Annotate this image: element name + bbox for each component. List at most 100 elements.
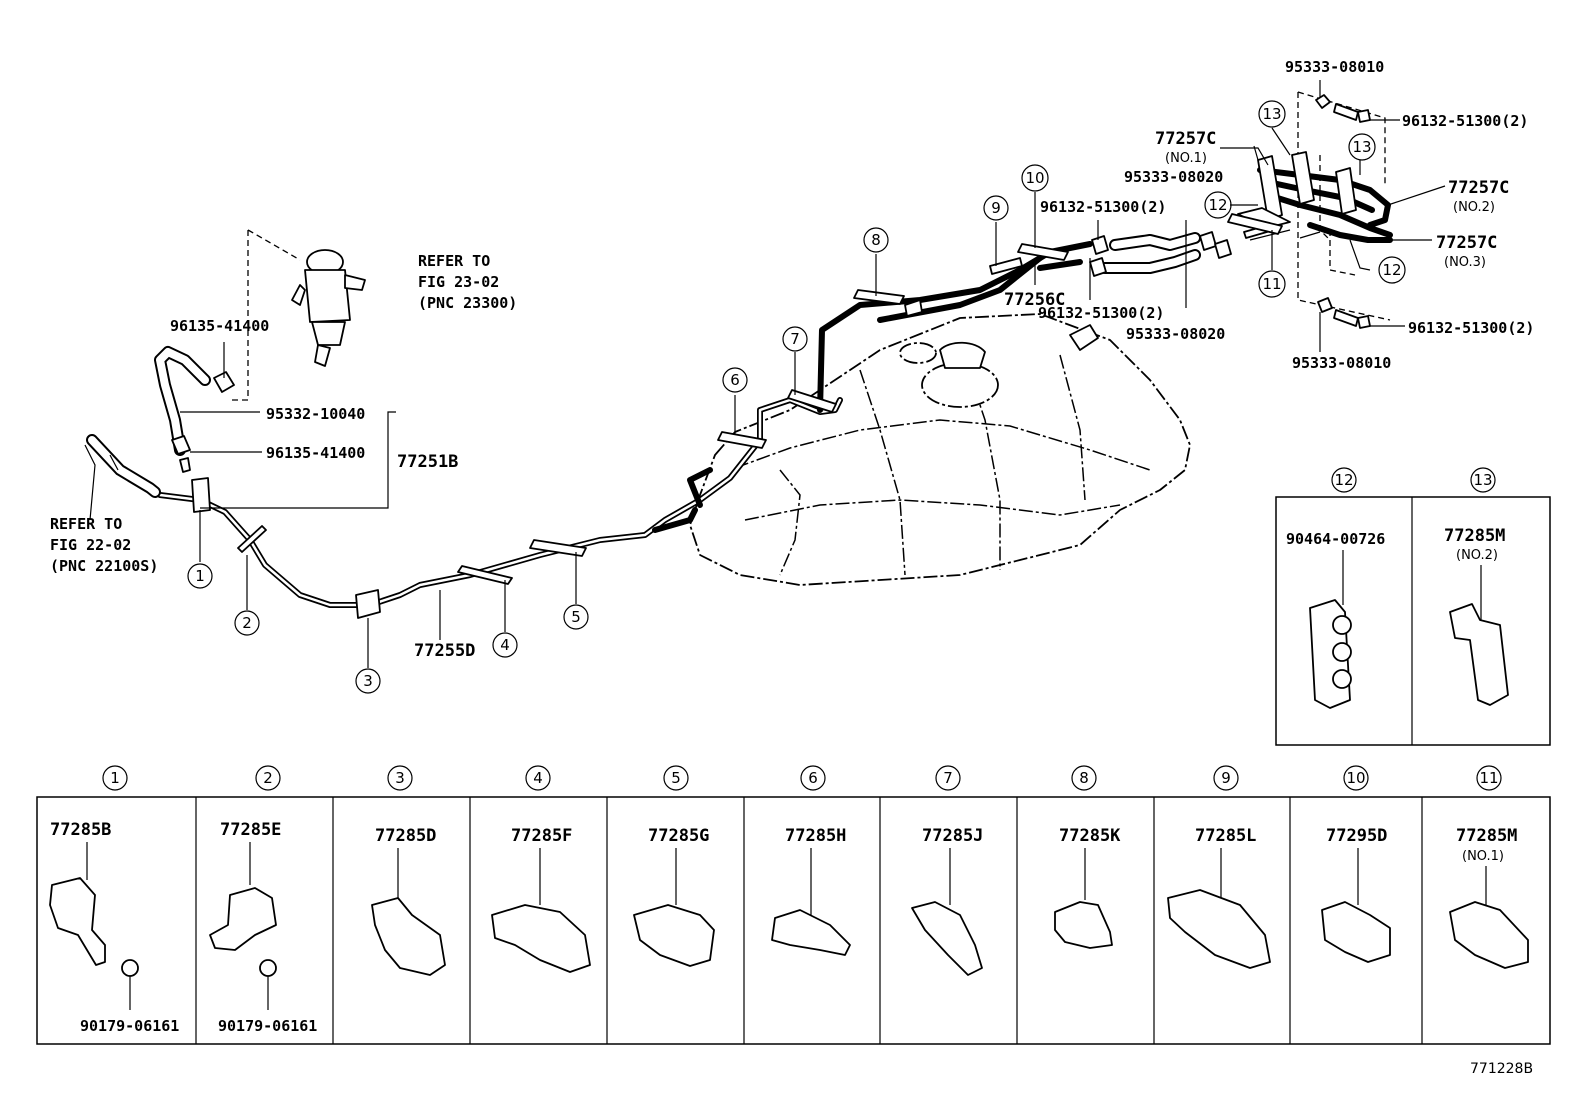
label-77257c-no1-sub: (NO.1) bbox=[1165, 151, 1207, 166]
svg-text:12: 12 bbox=[1208, 196, 1227, 214]
part-77285e: 77285E bbox=[220, 820, 281, 840]
table-cell-11: 11 77285M (NO.1) bbox=[1449, 765, 1529, 969]
label-96135-41400-b: 96135-41400 bbox=[266, 444, 365, 462]
clamp-77285e-icon bbox=[209, 887, 277, 951]
clamp-markers bbox=[191, 213, 1283, 619]
label-77251b: 77251B bbox=[397, 452, 458, 472]
svg-text:13: 13 bbox=[1262, 105, 1281, 123]
label-96132-51300-a: 96132-51300(2) bbox=[1040, 198, 1166, 216]
part-77285l: 77285L bbox=[1195, 826, 1256, 846]
callout-1: 1 bbox=[187, 563, 213, 589]
table-cell-6: 6 77285H bbox=[771, 765, 851, 956]
part-labels: 95333-08010 96132-51300(2) 77257C (NO.1)… bbox=[50, 58, 1534, 661]
callout-13b: 13 bbox=[1348, 133, 1376, 161]
clamp-77285d-icon bbox=[371, 897, 446, 976]
svg-text:3: 3 bbox=[363, 672, 373, 690]
clamp-77285h-icon bbox=[771, 909, 851, 956]
part-77285j: 77285J bbox=[922, 826, 983, 846]
part-77285b: 77285B bbox=[50, 820, 111, 840]
label-77256c: 77256C bbox=[1004, 290, 1065, 310]
part-77295d: 77295D bbox=[1326, 826, 1387, 846]
nut-90179-06161-a: 90179-06161 bbox=[80, 1017, 179, 1035]
inset-part-90464-00726: 90464-00726 bbox=[1286, 530, 1385, 548]
table-cell-3: 3 77285D bbox=[371, 765, 446, 976]
clamp-77285j-icon bbox=[911, 901, 983, 976]
callout-2: 2 bbox=[234, 610, 260, 636]
clamp-77285k-icon bbox=[1054, 901, 1113, 949]
label-95333-08020-a: 95333-08020 bbox=[1124, 168, 1223, 186]
inset-part-77285m-no2-sub: (NO.2) bbox=[1456, 548, 1498, 563]
clamp-77295d-icon bbox=[1321, 901, 1391, 963]
svg-text:8: 8 bbox=[1079, 769, 1089, 787]
svg-text:9: 9 bbox=[1221, 769, 1231, 787]
svg-text:4: 4 bbox=[533, 769, 543, 787]
svg-text:5: 5 bbox=[671, 769, 681, 787]
hose-clips-left bbox=[171, 371, 235, 473]
svg-text:11: 11 bbox=[1479, 769, 1498, 787]
ref-filter-line1: REFER TO bbox=[418, 252, 490, 270]
table-cell-10: 10 77295D bbox=[1321, 765, 1391, 963]
svg-text:3: 3 bbox=[395, 769, 405, 787]
callouts: 1 2 3 4 5 6 7 8 9 10 11 12 13 13 12 bbox=[187, 100, 1406, 694]
clamp-77285b-icon bbox=[49, 877, 106, 966]
svg-text:1: 1 bbox=[195, 567, 205, 585]
label-96132-51300-tr2: 96132-51300(2) bbox=[1408, 319, 1534, 337]
svg-text:12: 12 bbox=[1334, 471, 1353, 489]
svg-text:6: 6 bbox=[808, 769, 818, 787]
clamp-77285l-icon bbox=[1167, 889, 1271, 969]
svg-text:4: 4 bbox=[500, 636, 510, 654]
figure-code: 771228B bbox=[1470, 1061, 1533, 1077]
callout-9: 9 bbox=[983, 195, 1009, 221]
inset-cell-12: 12 90464-00726 bbox=[1286, 467, 1385, 709]
svg-text:10: 10 bbox=[1346, 769, 1365, 787]
fuel-pipe-77255d bbox=[157, 241, 1093, 608]
clamp-77285f-icon bbox=[491, 904, 591, 973]
leader-lines bbox=[180, 80, 1446, 668]
inset-cell-13: 13 77285M (NO.2) bbox=[1444, 467, 1509, 706]
ref-fuel-line-line3: (PNC 22100S) bbox=[50, 557, 158, 575]
label-96135-41400-a: 96135-41400 bbox=[170, 317, 269, 335]
part-77285g: 77285G bbox=[648, 826, 709, 846]
label-96132-51300-b: 96132-51300(2) bbox=[1038, 304, 1164, 322]
label-77257c-no1: 77257C bbox=[1155, 129, 1216, 149]
label-77257c-no3-sub: (NO.3) bbox=[1444, 255, 1486, 270]
ref-fuel-line-line1: REFER TO bbox=[50, 515, 122, 533]
label-96132-51300-tr1: 96132-51300(2) bbox=[1402, 112, 1528, 130]
ref-filter-line3: (PNC 23300) bbox=[418, 294, 517, 312]
table-cell-5: 5 77285G bbox=[633, 765, 715, 967]
callout-5: 5 bbox=[563, 604, 589, 630]
clamp-77285m-no1-icon bbox=[1449, 901, 1529, 969]
svg-text:10: 10 bbox=[1025, 169, 1044, 187]
callout-11: 11 bbox=[1258, 270, 1286, 298]
label-95333-08010-bottom: 95333-08010 bbox=[1292, 354, 1391, 372]
clamp-77285g-icon bbox=[633, 904, 715, 967]
svg-text:13: 13 bbox=[1352, 138, 1371, 156]
callout-12b: 12 bbox=[1378, 256, 1406, 284]
part-77285k: 77285K bbox=[1059, 826, 1121, 846]
part-77285m-no1-sub: (NO.1) bbox=[1462, 849, 1504, 864]
svg-text:1: 1 bbox=[110, 769, 120, 787]
svg-text:7: 7 bbox=[943, 769, 953, 787]
hose-77251b bbox=[84, 346, 211, 521]
part-77285m-no1: 77285M bbox=[1456, 826, 1517, 846]
svg-text:8: 8 bbox=[871, 231, 881, 249]
fuel-filter bbox=[228, 229, 366, 401]
part-77285d: 77285D bbox=[375, 826, 436, 846]
svg-text:7: 7 bbox=[790, 330, 800, 348]
part-77285f: 77285F bbox=[511, 826, 572, 846]
svg-text:5: 5 bbox=[571, 608, 581, 626]
callout-12: 12 bbox=[1204, 191, 1232, 219]
table-cell-7: 7 77285J bbox=[911, 765, 983, 976]
table-cell-8: 8 77285K bbox=[1054, 765, 1121, 949]
clamp-77285m-no2-icon bbox=[1449, 603, 1509, 706]
inset-part-77285m-no2: 77285M bbox=[1444, 526, 1505, 546]
table-cell-1: 1 77285B 90179-06161 bbox=[49, 765, 179, 1035]
label-77257c-no2-sub: (NO.2) bbox=[1453, 200, 1495, 215]
part-77285h: 77285H bbox=[785, 826, 846, 846]
svg-text:2: 2 bbox=[263, 769, 273, 787]
parts-table: 1 77285B 90179-06161 2 77285E 90179-0616… bbox=[36, 765, 1551, 1045]
ref-filter-line2: FIG 23-02 bbox=[418, 273, 499, 291]
svg-text:6: 6 bbox=[730, 371, 740, 389]
svg-text:2: 2 bbox=[242, 614, 252, 632]
